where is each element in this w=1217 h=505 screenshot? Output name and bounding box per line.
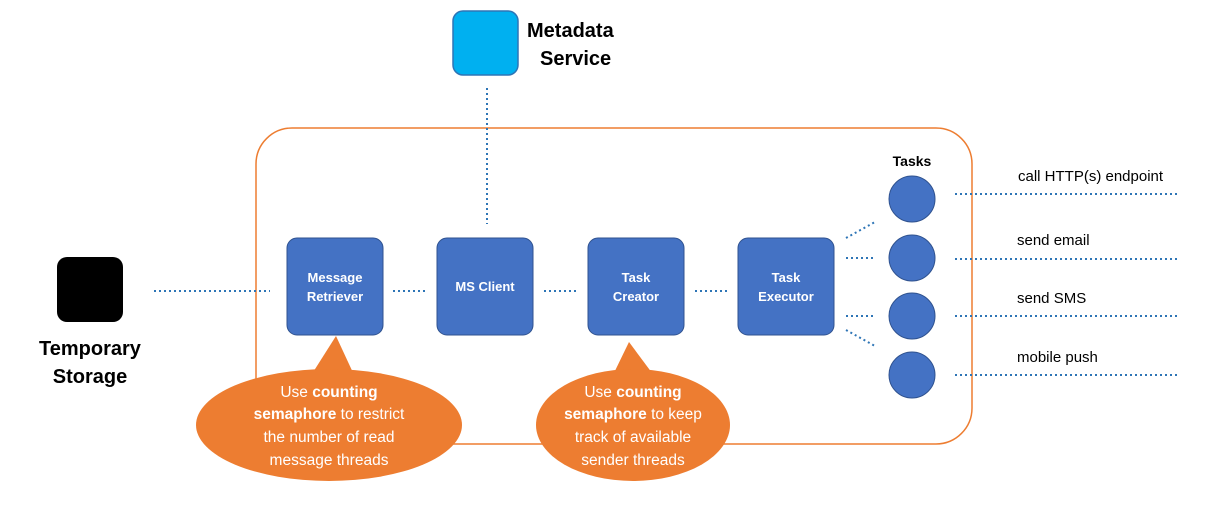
ms-client-label: MS Client [455, 279, 515, 294]
callout-creator-line3: track of available [575, 429, 691, 446]
callout-creator-line2: semaphore to keep [564, 406, 702, 423]
task-executor-label-line1: Task [772, 270, 801, 285]
connector-executor-task1 [845, 221, 876, 239]
metadata-service-box [452, 10, 519, 76]
task-label-push: mobile push [1017, 349, 1098, 366]
callout-retriever-line2: semaphore to restrict [254, 406, 405, 423]
callout-creator-bubble-body [536, 369, 730, 481]
metadata-service-label-line1: Metadata [527, 20, 615, 42]
task-label-http: call HTTP(s) endpoint [1018, 168, 1164, 185]
task-circle-3 [888, 292, 936, 340]
task-creator-label-line1: Task [622, 270, 651, 285]
temporary-storage-box [57, 257, 123, 322]
message-retriever-box [286, 237, 384, 336]
callout-creator-bubble [612, 342, 655, 377]
connector-executor-task4 [845, 329, 876, 347]
callout-retriever-line4: message threads [270, 452, 389, 469]
task-circle-2 [888, 234, 936, 282]
callout-creator-line4: sender threads [581, 452, 685, 469]
message-retriever-label-line2: Retriever [307, 289, 363, 304]
task-label-sms: send SMS [1017, 290, 1086, 307]
message-retriever-label-line1: Message [308, 270, 363, 285]
ms-client-box [436, 237, 534, 336]
task-circle-4 [888, 351, 936, 399]
task-executor-label-line2: Executor [758, 289, 814, 304]
callout-retriever-bubble [310, 336, 355, 377]
task-circle-1 [888, 175, 936, 223]
task-creator-box [587, 237, 685, 336]
temporary-storage-label-line2: Storage [53, 366, 127, 388]
task-creator-label-line2: Creator [613, 289, 659, 304]
temporary-storage-label-line1: Temporary [39, 338, 142, 360]
task-label-email: send email [1017, 232, 1090, 249]
tasks-title: Tasks [893, 153, 932, 169]
callout-retriever-line1: Use counting [280, 384, 377, 401]
task-executor-box [737, 237, 835, 336]
callout-retriever-line3: the number of read [264, 429, 395, 446]
callout-retriever-bubble-body [196, 369, 462, 481]
callout-creator-line1: Use counting [584, 384, 681, 401]
metadata-service-label-line2: Service [540, 48, 611, 70]
